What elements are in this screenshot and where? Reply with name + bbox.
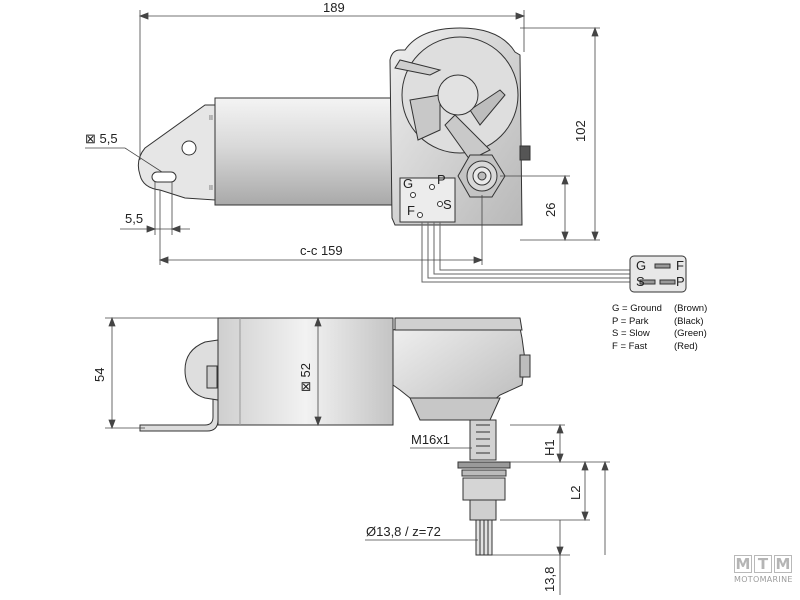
dim-shaft-height: 26	[543, 203, 558, 217]
legend-color: (Black)	[674, 315, 704, 327]
wire-harness	[421, 222, 630, 283]
top-dimension-lines	[85, 10, 600, 265]
dim-overall-height: 102	[573, 120, 588, 142]
washer-upper	[457, 461, 511, 469]
dim-motor-diameter: ⊠ 52	[298, 363, 313, 392]
connector-pin-f: F	[676, 258, 684, 273]
bracket-hole	[181, 140, 197, 156]
legend-code: F = Fast	[612, 340, 648, 352]
terminal-s-dot	[437, 201, 443, 207]
spindle-upper	[469, 419, 497, 461]
legend-row-park: P = Park (Black)	[612, 316, 707, 329]
terminal-label-s: S	[443, 197, 452, 212]
terminal-f-dot	[417, 212, 423, 218]
terminal-p-dot	[429, 184, 435, 190]
terminal-label-f: F	[407, 203, 415, 218]
terminal-label-p: P	[437, 172, 446, 187]
connector-pin-g: G	[636, 258, 646, 273]
legend-code: S = Slow	[612, 328, 650, 339]
logo-wordmark: MOTOMARINE	[734, 575, 793, 584]
brand-logo: M T M MOTOMARINE	[734, 555, 796, 584]
logo-letter: M	[734, 555, 752, 573]
motor-body	[214, 97, 401, 206]
terminal-label-g: G	[403, 176, 413, 191]
mounting-bracket	[137, 104, 216, 201]
side-motor-body	[217, 317, 394, 426]
side-view	[139, 317, 531, 556]
dim-slot-width: 5,5	[125, 211, 143, 226]
legend-color: (Red)	[674, 340, 698, 352]
hex-nut	[462, 477, 506, 501]
dim-spline-length: 13,8	[542, 567, 557, 592]
gear-hub	[437, 74, 479, 116]
dim-center-distance: c-c 159	[300, 243, 343, 258]
legend-row-ground: G = Ground (Brown)	[612, 303, 707, 316]
logo-letter: T	[754, 555, 772, 573]
spindle-lower	[469, 499, 497, 521]
bracket-slot	[151, 171, 177, 183]
legend-row-slow: S = Slow (Green)	[612, 328, 707, 341]
connector-pin-p: P	[676, 274, 685, 289]
legend-row-fast: F = Fast (Red)	[612, 341, 707, 354]
terminal-block	[399, 177, 456, 223]
wire-legend: G = Ground (Brown) P = Park (Black) S = …	[612, 303, 707, 353]
svg-text:II: II	[209, 185, 213, 192]
dim-l2: L2	[568, 486, 583, 500]
logo-letters: M T M	[734, 555, 796, 573]
dim-side-height: 54	[92, 368, 107, 382]
side-bracket	[139, 394, 219, 432]
top-view: II II	[137, 27, 687, 293]
legend-color: (Brown)	[674, 303, 708, 314]
legend-code: G = Ground	[612, 303, 662, 314]
dim-spline: Ø13,8 / z=72	[366, 524, 441, 539]
side-dimension-lines	[105, 316, 610, 595]
legend-color: (Green)	[674, 328, 707, 339]
dim-h1: H1	[542, 439, 557, 456]
svg-text:II: II	[209, 115, 213, 122]
connector-pin-s: S	[636, 274, 645, 289]
terminal-g-dot	[410, 192, 416, 198]
legend-code: P = Park	[612, 315, 649, 327]
dim-hole-size: ⊠ 5,5	[85, 131, 118, 146]
washer-lower	[461, 469, 507, 477]
dim-thread: M16x1	[411, 432, 450, 447]
dim-overall-length: 189	[323, 0, 345, 15]
logo-letter: M	[774, 555, 792, 573]
